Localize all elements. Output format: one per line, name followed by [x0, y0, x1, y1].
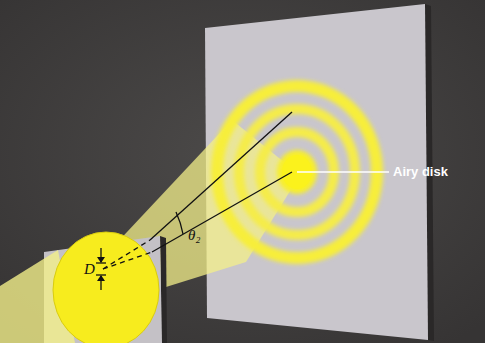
arrowhead	[97, 257, 105, 263]
angle-label: θ₂	[188, 228, 201, 243]
leader-line	[297, 171, 389, 172]
arrowhead	[97, 275, 105, 281]
callout-label: Airy disk	[393, 165, 448, 178]
dimension-label: D	[84, 262, 95, 277]
rays	[103, 112, 292, 269]
aperture	[53, 232, 159, 343]
